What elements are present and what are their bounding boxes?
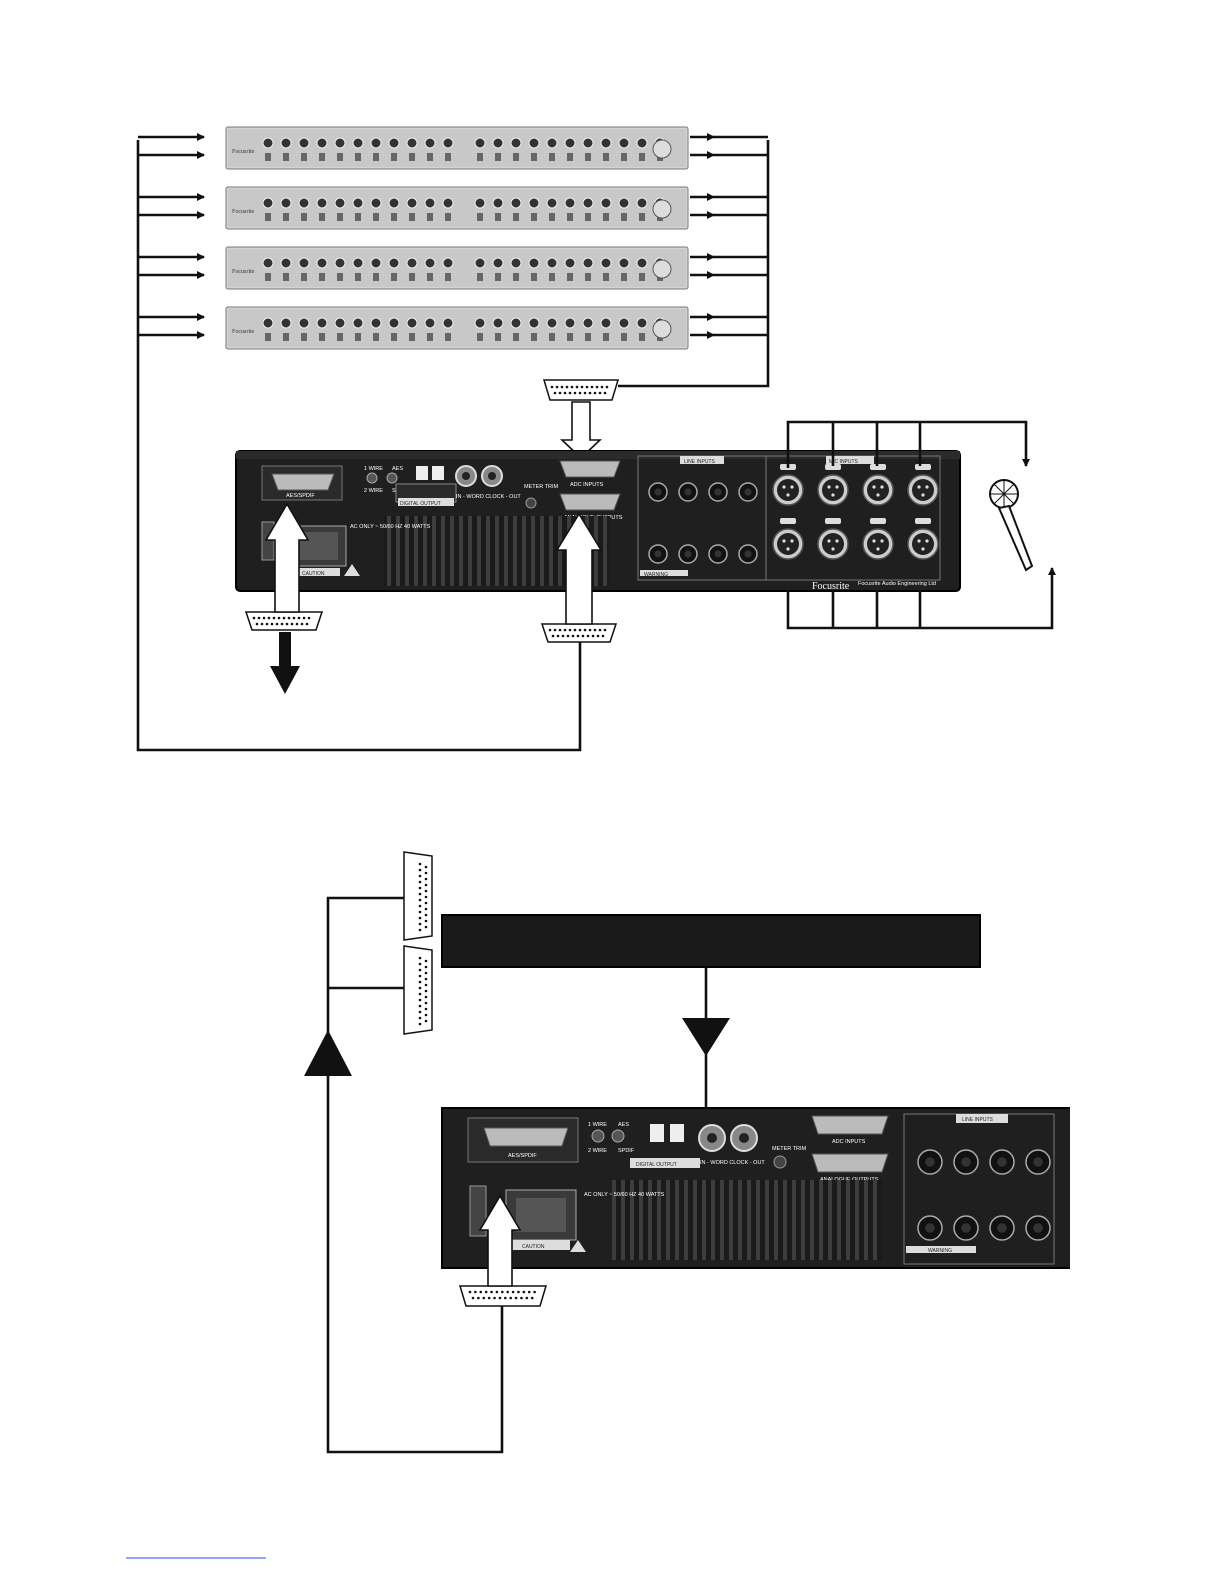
mic-feed-wire — [786, 420, 1030, 468]
preamp-input-feeds — [138, 133, 205, 339]
preamp-unit: Focusrite — [225, 246, 689, 290]
preamp-output-collector-wire — [618, 140, 770, 388]
converter-back-panel: AES/SPDIF 1 WIRE AES 2 WIRE SPDIF DIGITA… — [235, 450, 961, 592]
line-input-jacks — [648, 482, 758, 564]
aes-spdif-label: AES/SPDIF — [286, 493, 315, 499]
wire-1-label: 1 WIRE — [364, 466, 383, 472]
top-vertical-connector — [403, 851, 433, 941]
analogue-output-arrow — [555, 512, 603, 625]
word-clock-down-arrow — [682, 1018, 730, 1056]
adc-input-connector — [542, 379, 620, 401]
lower-ac-only-label: AC ONLY ~ 50/60 HZ 40 WATTS — [584, 1192, 665, 1198]
preamp-brand: Focusrite — [232, 329, 255, 335]
lower-word-clock-label: IN - WORD CLOCK - OUT — [700, 1160, 765, 1166]
preamp-brand: Focusrite — [232, 269, 255, 275]
mic-inputs-label: MIC INPUTS — [829, 459, 859, 465]
lower-arrow-left — [478, 1194, 522, 1287]
line-inputs-label: LINE INPUTS — [684, 459, 716, 465]
mic-input-xlrs — [772, 464, 939, 560]
aes-label: AES — [392, 466, 403, 472]
lower-line-inputs-label: LINE INPUTS — [962, 1117, 994, 1123]
return-loop-wire — [136, 140, 582, 752]
digital-output-label: DIGITAL OUTPUT — [400, 501, 441, 507]
wire-2-label: 2 WIRE — [364, 488, 383, 494]
preamp-output-feeds — [690, 133, 768, 339]
aes-spdif-arrow-in — [264, 502, 310, 613]
lower-aes-spdif-label: AES/SPDIF — [508, 1153, 537, 1159]
lower-diagram: AES/SPDIF 1 WIRE AES 2 WIRE SPDIF DIGITA… — [304, 851, 1110, 1454]
caution-label: CAUTION — [302, 571, 325, 577]
lower-meter-trim-label: METER TRIM — [772, 1146, 807, 1152]
aes-spdif-connector — [244, 611, 324, 631]
brand-logo: Focusrite — [812, 581, 850, 592]
preamp-unit: Focusrite — [225, 186, 689, 230]
preamp-unit: Focusrite — [225, 126, 689, 170]
adc-input-arrow — [559, 401, 603, 460]
analogue-output-connector — [540, 623, 618, 643]
adc-inputs-label: ADC INPUTS — [570, 482, 604, 488]
company-label: Focusrite Audio Engineering Ltd — [858, 581, 936, 587]
word-clock-label: IN - WORD CLOCK - OUT — [456, 494, 521, 500]
lower-spdif-label: SPDIF — [618, 1148, 635, 1154]
preamp-unit: Focusrite — [225, 306, 689, 350]
lower-digital-output-label: DIGITAL OUTPUT — [636, 1162, 677, 1168]
warning-label: WARNING — [644, 572, 668, 578]
lower-caution-label: CAUTION — [522, 1244, 545, 1250]
lower-aes-label: AES — [618, 1122, 629, 1128]
lower-aes-spdif-connector — [458, 1285, 548, 1307]
preamp-brand: Focusrite — [232, 149, 255, 155]
source-device-bar — [441, 914, 981, 968]
loop-up-arrow — [304, 1030, 352, 1076]
lower-warning-label: WARNING — [928, 1248, 952, 1254]
aes-spdif-arrow-out — [270, 632, 300, 694]
lower-wire-1-label: 1 WIRE — [588, 1122, 607, 1128]
bottom-vertical-connector — [403, 945, 433, 1035]
lower-adc-inputs-label: ADC INPUTS — [832, 1139, 866, 1145]
meter-trim-label: METER TRIM — [524, 484, 559, 490]
lower-line-input-jacks — [917, 1149, 1051, 1241]
preamp-brand: Focusrite — [232, 209, 255, 215]
microphone-icon — [989, 479, 1034, 572]
lower-loop-wire — [326, 896, 504, 1454]
ac-only-label: AC ONLY ~ 50/60 HZ 40 WATTS — [350, 524, 431, 530]
lower-converter-back-panel: AES/SPDIF 1 WIRE AES 2 WIRE SPDIF DIGITA… — [441, 1100, 1110, 1280]
lower-wire-2-label: 2 WIRE — [588, 1148, 607, 1154]
